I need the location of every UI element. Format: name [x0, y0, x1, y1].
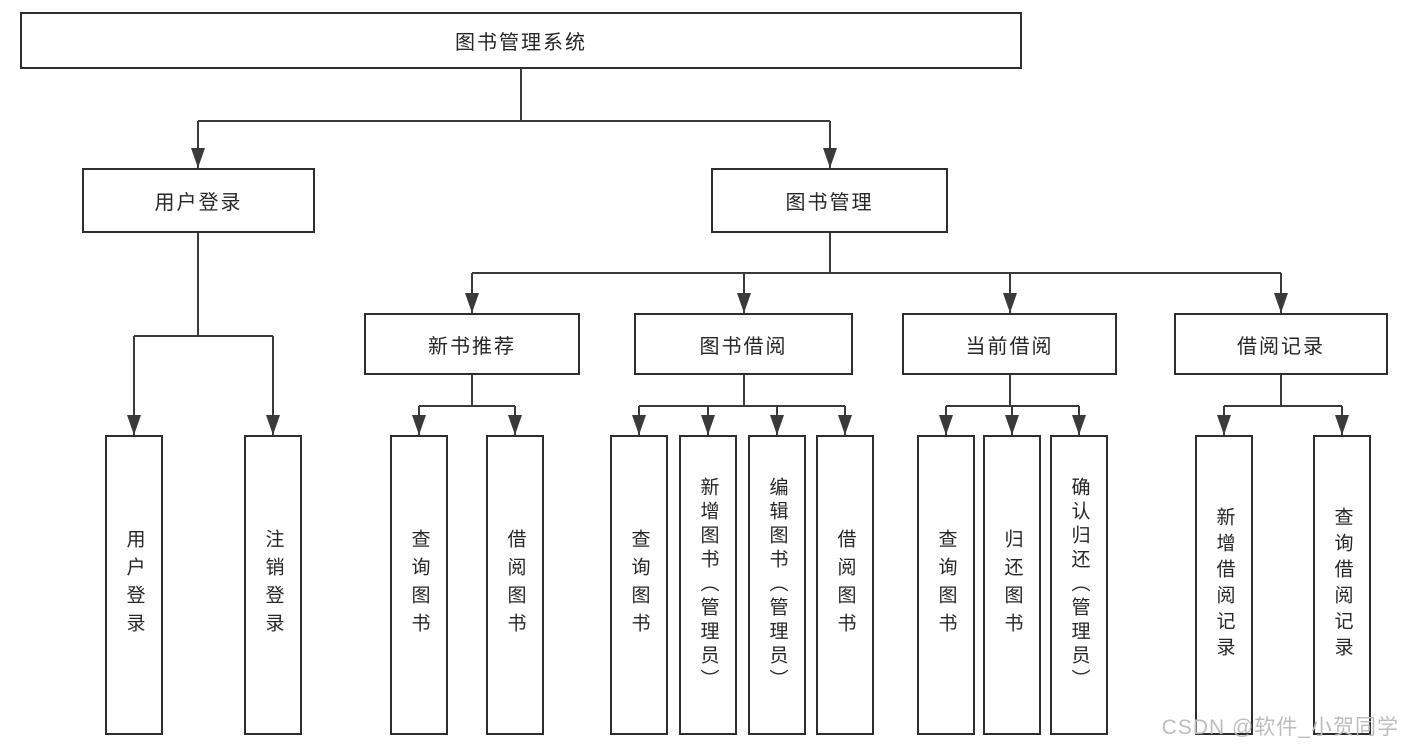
node-new-book-recommend: 新书推荐: [364, 313, 580, 375]
node-user-login: 用户登录: [82, 168, 315, 233]
node-book-borrow: 图书借阅: [634, 313, 853, 375]
node-current-borrow: 当前借阅: [902, 313, 1117, 375]
leaf-add-book-admin: 新增图书（管理员）: [679, 435, 737, 735]
leaf-edit-book-admin: 编辑图书（管理员）: [748, 435, 806, 735]
node-borrow-records: 借阅记录: [1174, 313, 1388, 375]
leaf-query-borrow-record: 查询借阅记录: [1313, 435, 1371, 735]
leaf-borrow-book-recommend: 借阅图书: [486, 435, 544, 735]
leaf-query-book-current: 查询图书: [917, 435, 975, 735]
csdn-watermark: CSDN @软件_小贺同学: [1161, 716, 1399, 739]
leaf-user-login: 用户登录: [105, 435, 163, 735]
node-book-management: 图书管理: [711, 168, 948, 233]
leaf-query-book-borrow: 查询图书: [610, 435, 668, 735]
leaf-logout: 注销登录: [244, 435, 302, 735]
node-root-library-system: 图书管理系统: [20, 12, 1022, 69]
leaf-return-book: 归还图书: [983, 435, 1041, 735]
leaf-borrow-book: 借阅图书: [816, 435, 874, 735]
leaf-confirm-return-admin: 确认归还（管理员）: [1050, 435, 1108, 735]
leaf-add-borrow-record: 新增借阅记录: [1195, 435, 1253, 735]
leaf-query-book-recommend: 查询图书: [390, 435, 448, 735]
